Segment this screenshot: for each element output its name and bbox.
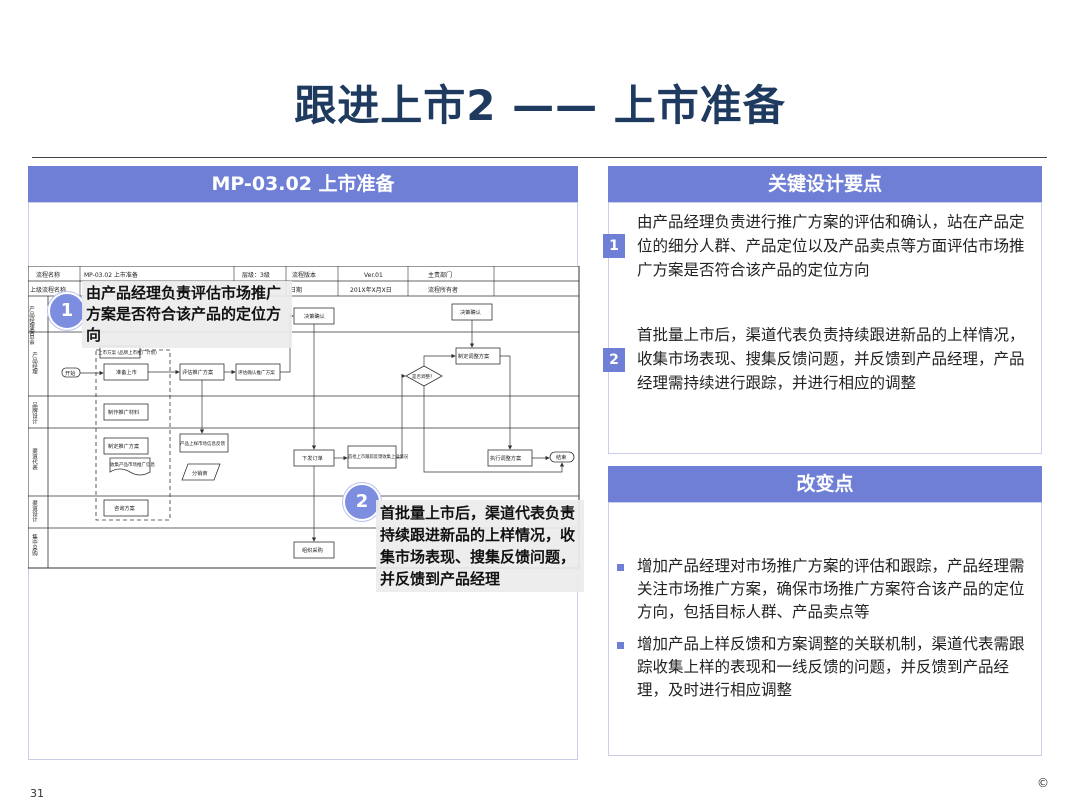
node-evaluate-plan: 评估推广方案 <box>182 368 214 376</box>
node-decide-2: 决策确认 <box>460 308 482 316</box>
key-point-2-number: 2 <box>603 348 625 372</box>
node-issue-order: 下发订单 <box>302 454 323 462</box>
callout-1: 由产品经理负责评估市场推广方案是否符合该产品的定位方向 <box>82 281 292 348</box>
flow-hdr-9: 201X年X月X日 <box>350 286 392 294</box>
node-report: 分销商 <box>192 469 208 477</box>
node-first-batch: 首批上市跟踪反馈收集上样情况 <box>348 453 409 460</box>
key-point-1-number: 1 <box>603 234 625 258</box>
callout-2: 首批量上市后，渠道代表负责持续跟进新品的上样情况，收集市场表现、搜集反馈问题，并… <box>376 500 584 592</box>
flow-hdr-8: 日期 <box>290 286 302 294</box>
flow-hdr-3: 层级：3级 <box>242 271 270 279</box>
lane-label-4: 渠道代表 <box>31 447 38 472</box>
change-2: 增加产品上样反馈和方案调整的关联机制，渠道代表需跟踪收集上样的表现和一线反馈的问… <box>637 635 1025 699</box>
node-decision: 是否调整? <box>412 373 433 380</box>
node-procure: 组织采购 <box>302 546 323 554</box>
key-points-panel <box>608 202 1042 454</box>
node-decide-1: 决策确认 <box>304 312 326 320</box>
page-number: 31 <box>30 787 44 800</box>
change-2-bullet <box>617 642 624 649</box>
callout-2-number: 2 <box>343 483 381 521</box>
node-consult: 咨询方案 <box>114 504 136 512</box>
flow-hdr-7: 上级流程名称 <box>30 286 66 294</box>
lane-label-3: 品牌设计 <box>31 402 38 426</box>
node-start: 开始 <box>65 369 76 377</box>
flow-hdr-5: Ver.01 <box>364 272 383 279</box>
node-make-promo: 制定推广方案 <box>108 442 140 450</box>
flow-hdr-4: 流程版本 <box>292 271 316 279</box>
flow-hdr-10: 流程所有者 <box>428 286 458 294</box>
lane-label-6: 集中采购 <box>31 533 38 558</box>
lane-label-2: 产品经理 <box>31 351 38 375</box>
title-divider <box>32 157 1047 158</box>
node-make-material: 制作推广材料 <box>108 408 139 416</box>
lane-label-1: 产品经理委员会 <box>28 305 35 346</box>
node-confirm-plan: 评估确认推广方案 <box>238 369 275 376</box>
flow-hdr-2: MP-03.02 上市准备 <box>84 271 138 279</box>
lane-label-5: 渠道设计 <box>31 499 38 523</box>
copyright-mark: © <box>1037 776 1049 790</box>
node-end: 结束 <box>556 453 566 461</box>
key-point-2: 首批量上市后，渠道代表负责持续跟进新品的上样情况，收集市场表现、搜集反馈问题，并… <box>637 326 1025 392</box>
callout-1-number: 1 <box>48 292 86 330</box>
flow-hdr-1: 流程名称 <box>36 271 60 279</box>
key-point-1: 由产品经理负责进行推广方案的评估和确认，站在产品定位的细分人群、产品定位以及产品… <box>637 213 1025 279</box>
change-1: 增加产品经理对市场推广方案的评估和跟踪，产品经理需关注市场推广方案，确保市场推广… <box>637 557 1025 621</box>
node-prepare-launch: 准备上市 <box>116 368 137 376</box>
flow-hdr-6: 主责部门 <box>428 271 452 279</box>
page-title: 跟进上市2 —— 上市准备 <box>294 81 786 130</box>
flow-panel-header: MP-03.02 上市准备 <box>28 166 578 202</box>
changes-header: 改变点 <box>608 466 1042 502</box>
node-collect-feedback: 收集产品市场推广信息 <box>110 461 155 468</box>
change-1-bullet <box>617 564 624 571</box>
changes-panel <box>608 502 1042 756</box>
node-adjust-plan: 制定调整方案 <box>458 352 490 360</box>
node-feedback-plan: 产品上样市场信息反馈 <box>180 440 225 447</box>
node-market-plan: 上市方案 (品牌上市推广计划) <box>98 349 157 356</box>
key-points-header: 关键设计要点 <box>608 166 1042 202</box>
node-execute-adjust: 执行调整方案 <box>490 454 522 462</box>
